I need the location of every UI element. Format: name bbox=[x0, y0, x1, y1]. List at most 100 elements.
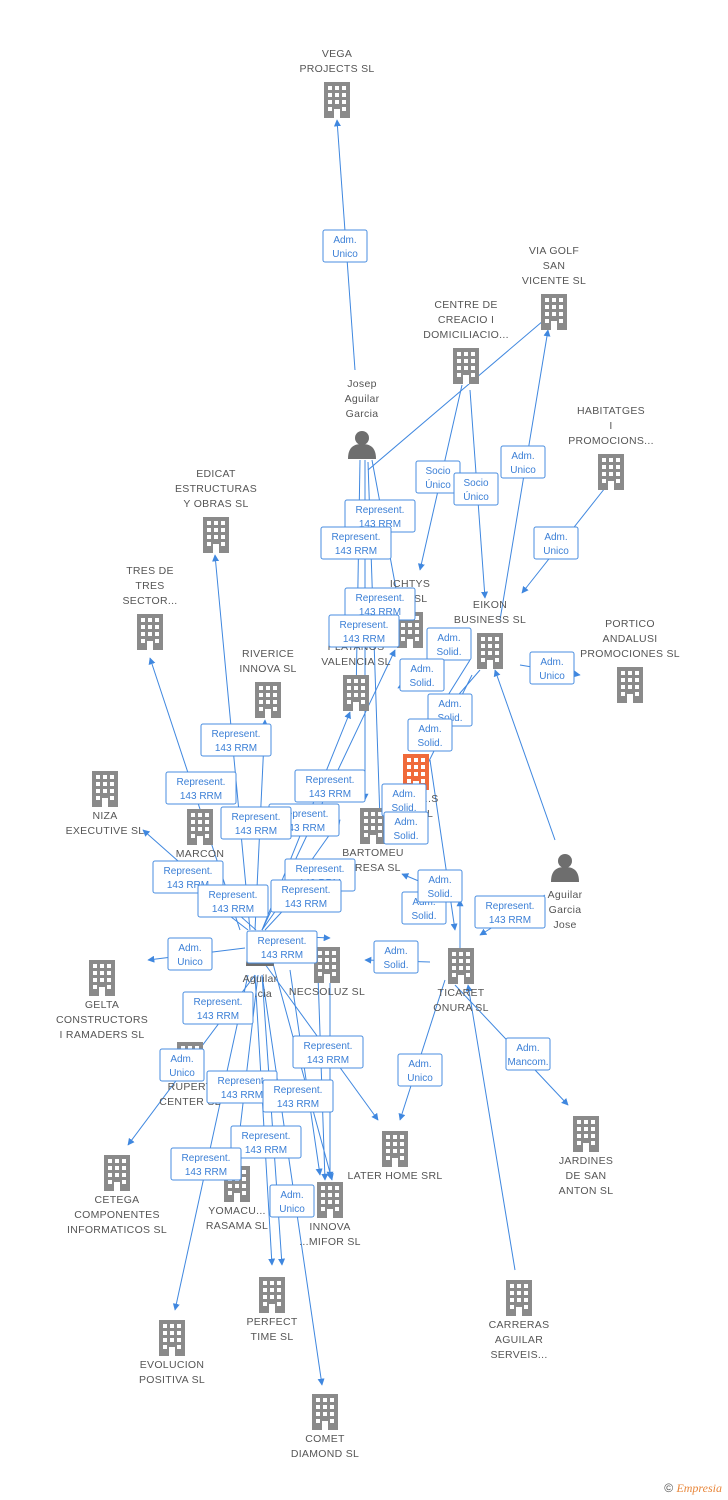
edge-label-box bbox=[270, 879, 342, 913]
edge-label-text: Adm. bbox=[511, 451, 534, 462]
edge-label-box bbox=[474, 895, 546, 929]
edge-label[interactable]: Adm.Unico bbox=[167, 937, 213, 971]
edge-label[interactable]: Adm.Solid. bbox=[381, 783, 427, 817]
edge-line bbox=[493, 669, 556, 841]
node-label: HABITATGES bbox=[577, 405, 645, 417]
node-bartomeu[interactable]: BARTOMEU...RESA SL bbox=[342, 808, 404, 874]
node-label: PROMOCIONS... bbox=[568, 435, 654, 447]
edge-label[interactable]: Adm.Solid. bbox=[407, 718, 453, 752]
edge-label[interactable]: Adm.Unico bbox=[269, 1184, 315, 1218]
node-innova[interactable]: INNOVA...MIFOR SL bbox=[299, 1182, 361, 1248]
node-label: Jose bbox=[553, 919, 576, 931]
node-necsoluz[interactable]: NECSOLUZ SL bbox=[289, 947, 365, 998]
node-label: Garcia bbox=[549, 904, 582, 916]
edge-label[interactable]: Represent.143 RRM bbox=[197, 884, 269, 918]
edge-label[interactable]: Represent.143 RRM bbox=[320, 526, 392, 560]
copyright-mark: © bbox=[664, 1481, 674, 1495]
edge-label[interactable]: Represent.143 RRM bbox=[262, 1079, 334, 1113]
edge-label[interactable]: Represent.143 RRM bbox=[182, 991, 254, 1025]
building-icon bbox=[259, 1277, 285, 1313]
edge-label-text: Solid. bbox=[411, 911, 436, 922]
node-label: VALENCIA SL bbox=[321, 656, 391, 668]
edge-label-box bbox=[320, 526, 392, 560]
node-label: NECSOLUZ SL bbox=[289, 986, 365, 998]
edge-label[interactable]: Represent.143 RRM bbox=[328, 614, 400, 648]
node-label: EIKON bbox=[473, 599, 507, 611]
edge-label[interactable]: Represent.143 RRM bbox=[230, 1125, 302, 1159]
edge-label-text: Adm. bbox=[544, 532, 567, 543]
node-laterhome[interactable]: LATER HOME SRL bbox=[347, 1131, 442, 1182]
node-habitatges[interactable]: HABITATGESIPROMOCIONS... bbox=[568, 405, 654, 490]
edge-label[interactable]: Represent.143 RRM bbox=[474, 895, 546, 929]
edge-label[interactable]: Adm.Solid. bbox=[426, 627, 472, 661]
edge-label-text: Solid. bbox=[427, 889, 452, 900]
edge-label[interactable]: Represent.143 RRM bbox=[270, 879, 342, 913]
edge-label[interactable]: Adm.Unico bbox=[533, 526, 579, 560]
node-tresde[interactable]: TRES DETRESSECTOR... bbox=[122, 565, 177, 650]
edge-label-box bbox=[373, 940, 419, 974]
edge-label[interactable]: Adm.Solid. bbox=[399, 658, 445, 692]
edge-label[interactable]: Adm.Solid. bbox=[417, 869, 463, 903]
node-carreras[interactable]: CARRERASAGUILARSERVEIS... bbox=[489, 1280, 550, 1361]
edge-label[interactable]: Adm.Unico bbox=[529, 651, 575, 685]
edge-label[interactable]: Adm.Solid. bbox=[383, 811, 429, 845]
node-platanos[interactable]: PLATANOSVALENCIA SL bbox=[321, 641, 391, 711]
building-icon bbox=[477, 633, 503, 669]
edge-label[interactable]: Represent.143 RRM bbox=[165, 771, 237, 805]
edge-label-text: 143 RRM bbox=[235, 826, 277, 837]
node-label: JARDINES bbox=[559, 1155, 613, 1167]
edge-label[interactable]: Adm.Mancom. bbox=[505, 1037, 551, 1071]
edge-label-text: 143 RRM bbox=[359, 519, 401, 530]
node-yomacu[interactable]: YOMACU...RASAMA SL bbox=[206, 1166, 268, 1232]
footer-brand[interactable]: © Empresia bbox=[664, 1481, 722, 1496]
building-icon bbox=[104, 1155, 130, 1191]
edge-label[interactable]: Represent.143 RRM bbox=[170, 1147, 242, 1181]
node-label: ...MIFOR SL bbox=[299, 1236, 361, 1248]
building-icon bbox=[506, 1280, 532, 1316]
node-label: CETEGA bbox=[95, 1194, 140, 1206]
edge-label[interactable]: Represent.143 RRM bbox=[220, 806, 292, 840]
edge-label[interactable]: Represent.143 RRM bbox=[292, 1035, 364, 1069]
node-label: VICENTE SL bbox=[522, 275, 586, 287]
edge-label[interactable]: Adm.Unico bbox=[159, 1048, 205, 1082]
node-label: CONSTRUCTORS bbox=[56, 1014, 148, 1026]
person-icon bbox=[551, 854, 579, 882]
edge-label-box bbox=[399, 658, 445, 692]
edge-label[interactable]: Represent.143 RRM bbox=[200, 723, 272, 757]
edge-label[interactable]: Represent.143 RRM bbox=[246, 930, 318, 964]
edge-label[interactable]: Adm.Unico bbox=[500, 445, 546, 479]
node-label: BUSINESS SL bbox=[454, 614, 526, 626]
node-aguilarc[interactable]: Aguilar...cia bbox=[243, 938, 278, 1000]
edge-label-text: Adm. bbox=[392, 789, 415, 800]
edge-label-text: Represent. bbox=[356, 593, 405, 604]
edge-label[interactable]: Represent.143 RRM bbox=[294, 769, 366, 803]
edge-label[interactable]: Adm.Unico bbox=[322, 229, 368, 263]
node-eikon[interactable]: EIKON BUSINESS SL bbox=[454, 599, 526, 669]
edge-label[interactable]: Adm.Solid. bbox=[373, 940, 419, 974]
edge-label-text: Único bbox=[425, 478, 451, 491]
node-label: DIAMOND SL bbox=[291, 1448, 359, 1460]
building-icon bbox=[187, 809, 213, 845]
edge-label-text: Represent. bbox=[242, 1131, 291, 1142]
edge-label[interactable]: Adm.Unico bbox=[397, 1053, 443, 1087]
